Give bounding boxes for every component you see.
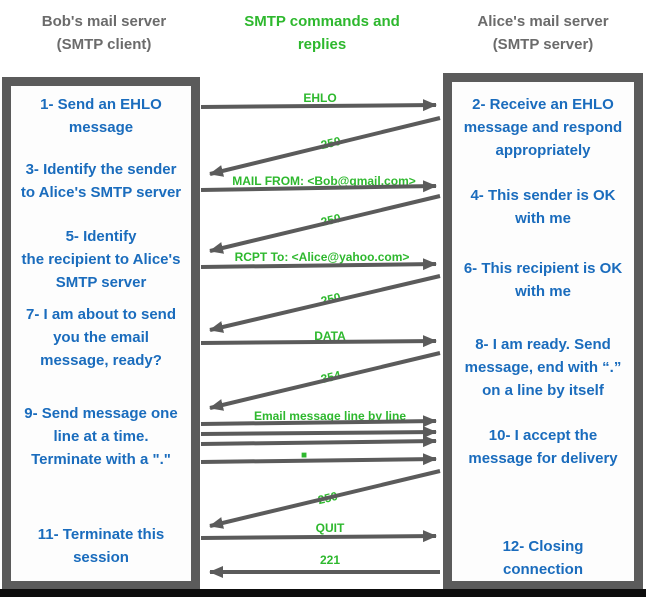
data-command-label: DATA <box>314 329 346 343</box>
email-line-arrow-4 <box>200 453 437 466</box>
rcpt-to-command-label: RCPT To: <Alice@yahoo.com> <box>235 250 410 264</box>
ehlo-command-label: EHLO <box>303 91 336 105</box>
reply-250-arrow-3 <box>209 274 441 333</box>
mail-from-arrow <box>200 180 437 193</box>
bottom-black-bar <box>0 589 646 597</box>
reply-250-arrow-4 <box>209 469 441 529</box>
quit-command-label: QUIT <box>316 521 345 535</box>
reply-250-arrow-1 <box>209 116 441 177</box>
reply-250-arrow-2 <box>209 194 441 254</box>
mail-from-command-label: MAIL FROM: <Bob@gmail.com> <box>232 174 416 188</box>
client-column-header: Bob's mail server(SMTP client) <box>41 13 167 53</box>
email-line-arrow-3 <box>200 435 437 448</box>
reply-354-arrow <box>209 351 441 411</box>
rcpt-to-arrow <box>200 258 437 271</box>
reply-221-label: 221 <box>320 553 340 567</box>
server-column-header: Alice's mail server(SMTP server) <box>477 13 609 53</box>
email-body-label: Email message line by line <box>254 409 406 423</box>
email-line-arrow-2 <box>200 426 437 439</box>
data-arrow <box>200 335 437 348</box>
quit-arrow <box>200 530 437 543</box>
terminating-dot-marker: ■ <box>301 450 307 461</box>
email-line-arrow-1 <box>200 415 437 428</box>
ehlo-arrow <box>200 99 437 112</box>
